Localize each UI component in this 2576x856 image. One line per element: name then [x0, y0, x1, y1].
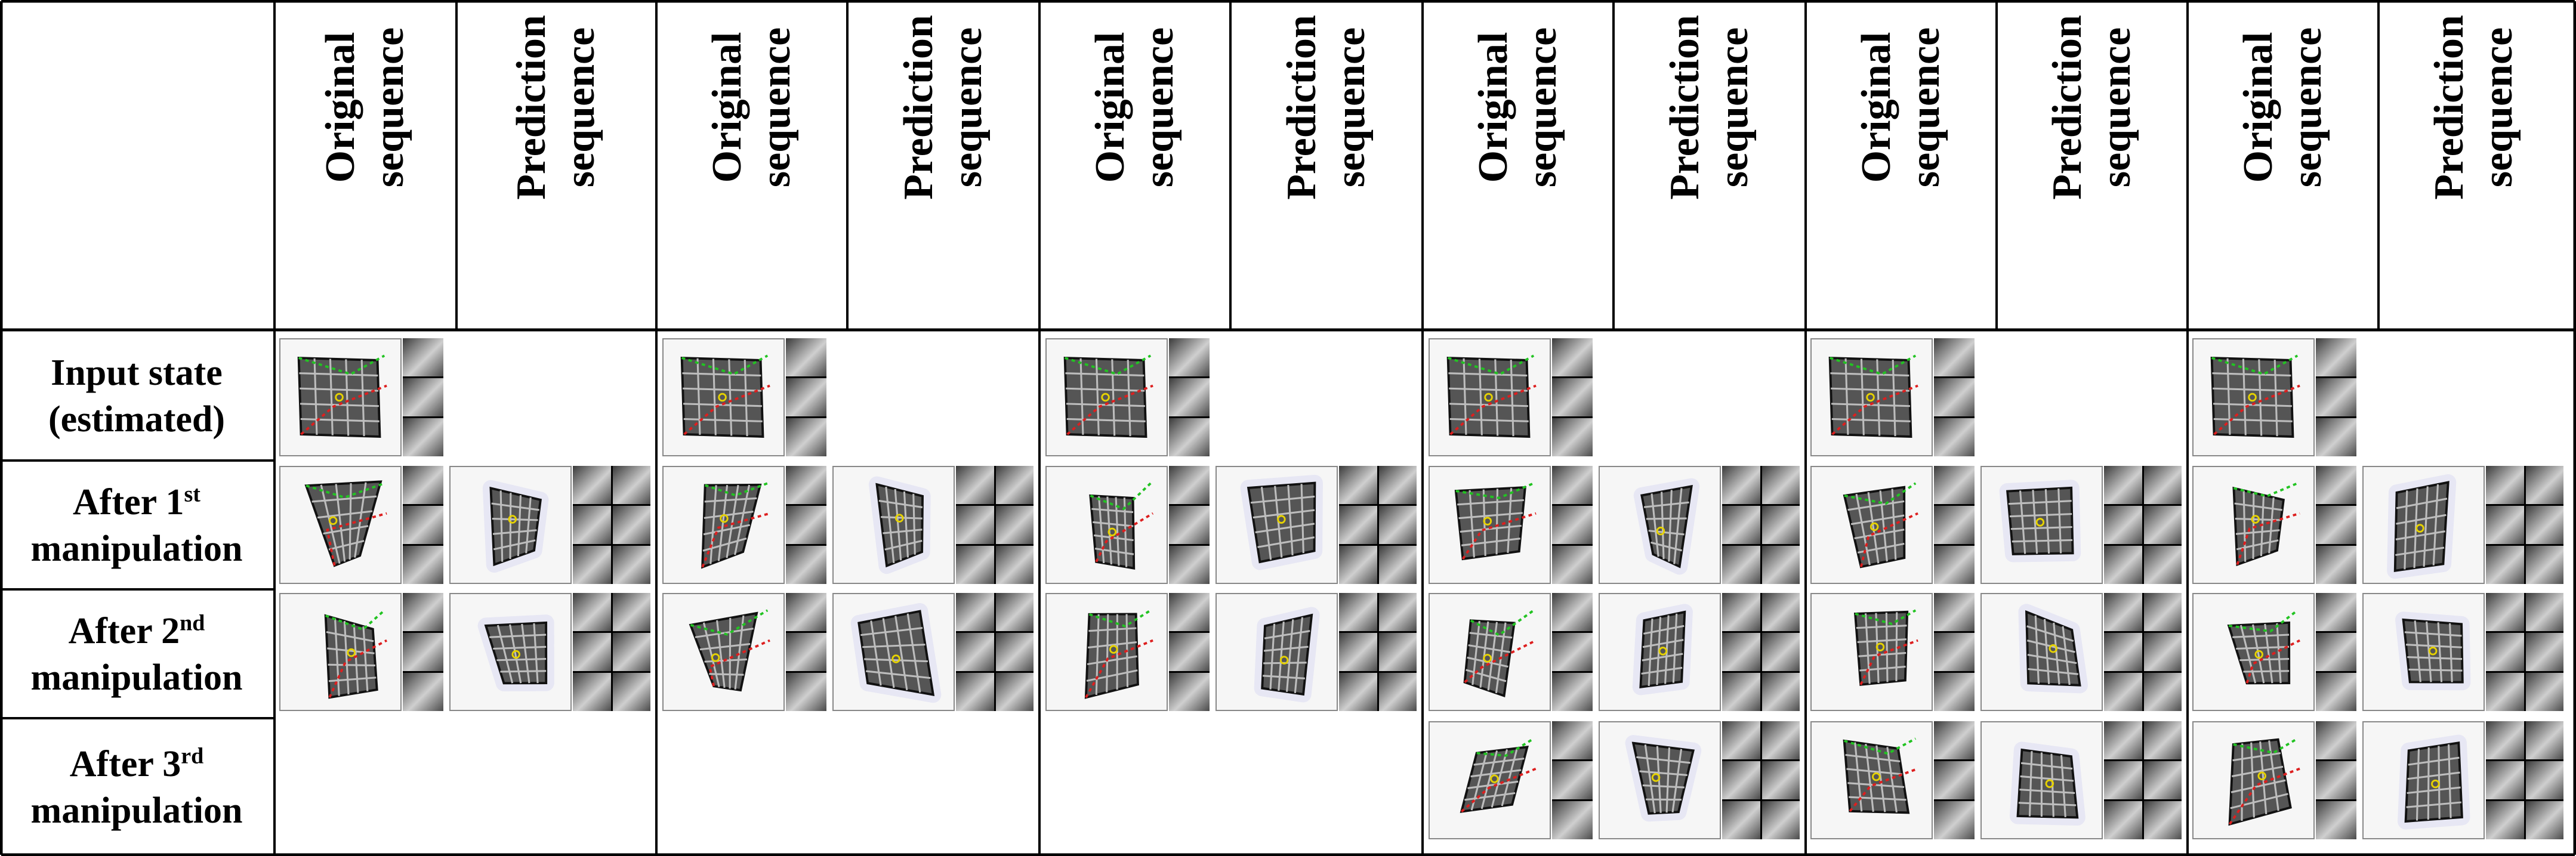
original-depth-stack	[786, 466, 826, 584]
prediction-depth-stack	[2486, 593, 2563, 711]
original-depth-stack	[1552, 338, 1593, 456]
original-frame	[2192, 466, 2315, 584]
prediction-depth-stack	[956, 466, 1034, 584]
original-frame	[2192, 593, 2315, 711]
original-depth-stack	[2316, 721, 2356, 839]
original-frame	[1429, 593, 1551, 711]
original-frame	[1045, 593, 1168, 711]
original-depth-stack	[1934, 593, 1975, 711]
original-frame	[1045, 466, 1168, 584]
original-depth-stack	[403, 593, 443, 711]
prediction-depth-stack	[1722, 593, 1800, 711]
original-frame	[279, 338, 402, 456]
original-depth-stack	[1552, 466, 1593, 584]
prediction-depth-stack	[2486, 721, 2563, 839]
original-depth-stack	[2316, 338, 2356, 456]
prediction-frame	[449, 466, 572, 584]
prediction-depth-stack	[1722, 721, 1800, 839]
prediction-frame	[1980, 721, 2103, 839]
original-frame	[2192, 721, 2315, 839]
prediction-frame	[832, 593, 955, 711]
prediction-frame	[2362, 721, 2485, 839]
prediction-frame	[1215, 466, 1338, 584]
original-depth-stack	[2316, 466, 2356, 584]
original-frame	[2192, 338, 2315, 456]
prediction-depth-stack	[1722, 466, 1800, 584]
original-frame	[662, 593, 785, 711]
original-frame	[279, 593, 402, 711]
original-depth-stack	[786, 338, 826, 456]
prediction-frame	[1980, 466, 2103, 584]
original-frame	[1810, 721, 1933, 839]
prediction-frame	[449, 593, 572, 711]
prediction-frame	[1599, 466, 1721, 584]
original-depth-stack	[1169, 466, 1210, 584]
prediction-frame	[1599, 593, 1721, 711]
original-depth-stack	[786, 593, 826, 711]
original-depth-stack	[1552, 593, 1593, 711]
original-depth-stack	[1169, 338, 1210, 456]
prediction-depth-stack	[2104, 721, 2182, 839]
original-depth-stack	[1934, 466, 1975, 584]
prediction-frame	[1215, 593, 1338, 711]
original-depth-stack	[1552, 721, 1593, 839]
original-depth-stack	[1934, 721, 1975, 839]
prediction-frame	[832, 466, 955, 584]
original-frame	[279, 466, 402, 584]
original-frame	[1429, 338, 1551, 456]
prediction-depth-stack	[573, 466, 650, 584]
row-label-input: Input state(estimated)	[48, 352, 226, 440]
prediction-depth-stack	[1339, 593, 1417, 711]
original-frame	[1810, 593, 1933, 711]
original-frame	[1045, 338, 1168, 456]
original-frame	[662, 338, 785, 456]
original-depth-stack	[1934, 338, 1975, 456]
prediction-depth-stack	[573, 593, 650, 711]
prediction-depth-stack	[1339, 466, 1417, 584]
prediction-frame	[1980, 593, 2103, 711]
prediction-frame	[1599, 721, 1721, 839]
original-frame	[1429, 721, 1551, 839]
original-frame	[1810, 466, 1933, 584]
original-depth-stack	[403, 466, 443, 584]
original-depth-stack	[403, 338, 443, 456]
prediction-frame	[2362, 593, 2485, 711]
original-frame	[1810, 338, 1933, 456]
original-frame	[1429, 466, 1551, 584]
prediction-depth-stack	[2486, 466, 2563, 584]
prediction-frame	[2362, 466, 2485, 584]
prediction-depth-stack	[2104, 466, 2182, 584]
original-depth-stack	[1169, 593, 1210, 711]
prediction-depth-stack	[956, 593, 1034, 711]
original-depth-stack	[2316, 593, 2356, 711]
prediction-depth-stack	[2104, 593, 2182, 711]
original-frame	[662, 466, 785, 584]
